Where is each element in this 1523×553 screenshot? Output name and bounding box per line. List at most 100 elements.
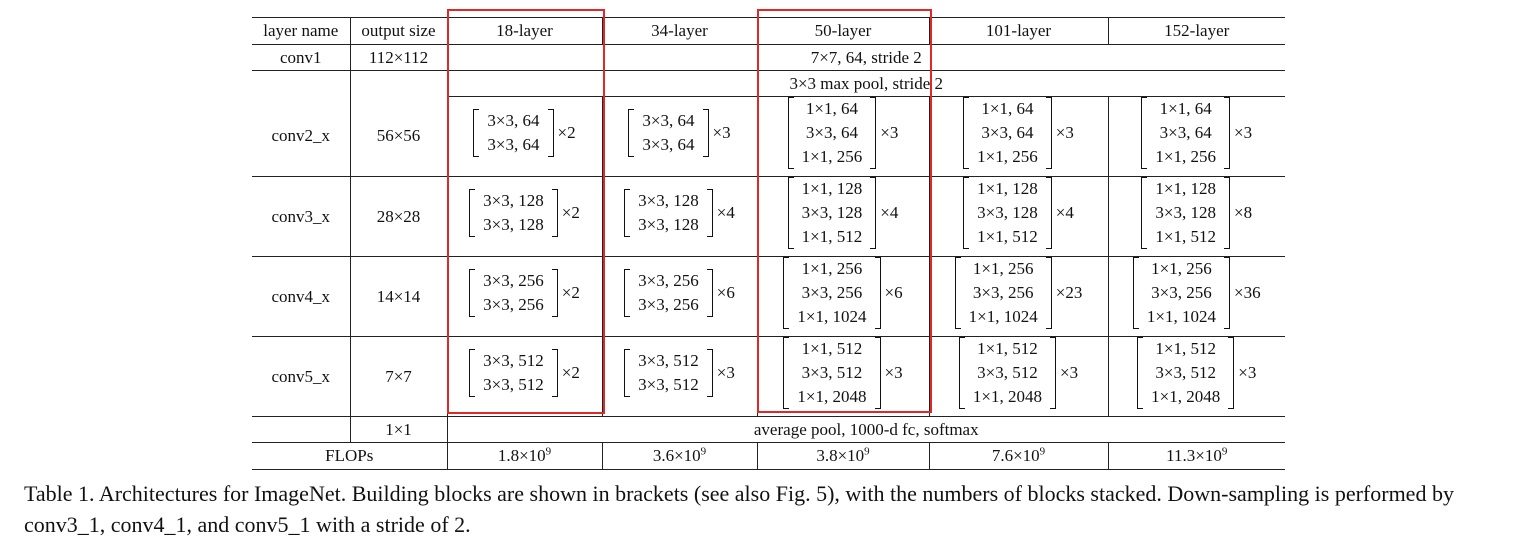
conv1-desc: 7×7, 64, stride 2 [810,47,922,67]
block-multiplier: ×3 [880,123,899,142]
left-bracket [624,269,631,317]
header-152-layer: 152-layer [1164,21,1230,40]
block-line: 3×3, 64 [805,123,858,142]
left-bracket [958,337,965,409]
block-line: 1×1, 64 [1159,99,1212,118]
block-multiplier: ×3 [1060,363,1079,382]
block-multiplier: ×2 [561,203,580,222]
block-line: 3×3, 128 [977,203,1038,222]
block-multiplier: ×3 [884,363,903,382]
block-lines: 3×3, 512 3×3, 512 [638,349,699,397]
right-bracket [870,177,877,249]
block-multiplier: ×3 [716,363,735,382]
block-line: 1×1, 512 [801,227,863,246]
left-bracket [963,177,970,249]
block-line: 3×3, 256 [638,271,699,290]
architecture-table: layer name output size 18-layer 34-layer… [252,17,1285,470]
stage-size: 56×56 [350,96,448,177]
flops-exponent: 9 [864,445,870,458]
flops-value: 11.3×109 [1108,443,1285,470]
final-size: 1×1 [350,416,448,443]
block-line: 3×3, 256 [972,283,1034,302]
block-line: 1×1, 1024 [968,307,1038,326]
left-bracket [624,189,631,237]
left-bracket [787,97,794,169]
block-line: 3×3, 256 [1151,283,1212,302]
right-bracket [551,189,558,237]
block-line: 3×3, 128 [483,215,544,234]
right-bracket [1045,257,1052,329]
block-multiplier: ×6 [884,283,903,302]
header-output-size: output size [350,17,448,45]
table-caption: Table 1. Architectures for ImageNet. Bui… [24,481,1454,537]
block-line: 3×3, 128 [638,191,699,210]
maxpool-name [252,70,351,97]
block-line: 3×3, 256 [638,295,699,314]
left-bracket [473,109,480,157]
flops-value: 7.6×109 [929,442,1109,470]
block-line: 1×1, 512 [1155,227,1216,246]
flops-exponent: 9 [700,445,707,458]
block-line: 1×1, 128 [977,179,1038,198]
stage-size: 28×28 [350,176,448,257]
right-bracket [874,257,881,329]
block-line: 1×1, 2048 [797,387,867,406]
block-line: 3×3, 512 [638,375,699,394]
left-bracket [624,349,631,397]
block-multiplier: ×3 [1238,363,1257,382]
bracket: 3×3, 256 3×3, 256 [624,269,713,317]
block-line: 1×1, 256 [801,259,863,278]
building-block: 3×3, 512 3×3, 512 ×3 [624,349,735,397]
flops-value: 3.8×109 [757,442,930,470]
block-multiplier: ×23 [1055,283,1083,302]
right-bracket [1050,337,1056,409]
block-multiplier: ×8 [1234,203,1253,222]
block-line: 3×3, 64 [487,111,540,130]
header-50-layer: 50-layer [757,17,930,45]
block-line: 1×1, 256 [801,147,863,166]
right-bracket [1045,177,1052,249]
flops-mantissa: 3.6×10 [652,446,701,465]
block-line: 3×3, 512 [638,351,699,370]
block-line: 3×3, 64 [981,123,1034,142]
left-bracket [1141,97,1148,169]
stage-size: 7×7 [350,336,448,417]
block-line: 1×1, 128 [801,179,863,198]
block-multiplier: ×3 [1234,123,1253,142]
block-line: 1×1, 2048 [1151,387,1221,406]
